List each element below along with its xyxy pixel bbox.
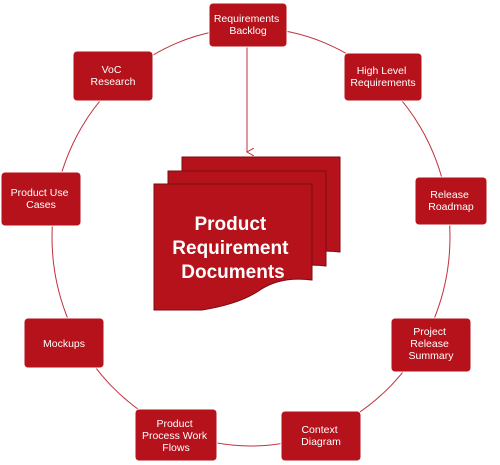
node-project-release-summary-line-1: Project [413, 326, 446, 338]
node-mockups-line-1: Mockups [43, 338, 85, 350]
node-requirements-backlog: Requirements Backlog [208, 2, 288, 48]
node-context-diagram-label: Context Diagram [301, 424, 341, 448]
node-project-release-summary: Project Release Summary [390, 317, 472, 373]
node-high-level-requirements-box [343, 52, 423, 102]
node-project-release-summary-box [390, 317, 472, 373]
node-release-roadmap-label: Release Roadmap [428, 189, 474, 213]
node-high-level-requirements-line-1: High Level [357, 65, 407, 77]
node-release-roadmap: Release Roadmap [414, 176, 488, 226]
node-project-release-summary-line-2: Release [410, 338, 449, 350]
node-context-diagram-box [280, 410, 362, 462]
document-stack: Product Requirement Documents [153, 156, 341, 311]
node-voc-research-line-1: VoC [102, 64, 122, 76]
node-voc-research-line-2: Research [91, 76, 136, 88]
node-requirements-backlog-line-2: Backlog [229, 25, 267, 37]
node-context-diagram-line-2: Diagram [301, 436, 341, 448]
node-voc-research: VoC Research [72, 50, 154, 102]
node-voc-research-box [72, 50, 154, 102]
node-mockups-box [23, 317, 105, 369]
node-voc-research-label: VoC Research [91, 64, 136, 88]
node-product-use-cases-label: Product Use Cases [11, 187, 72, 211]
node-product-process-work-flows-label: Product Process Work Flows [142, 418, 210, 454]
node-high-level-requirements-line-2: Requirements [350, 77, 415, 89]
node-mockups-label: Mockups [43, 338, 85, 350]
node-context-diagram-line-1: Context [301, 424, 337, 436]
document-title-line-2: Requirement [172, 238, 289, 259]
node-context-diagram: Context Diagram [280, 410, 362, 462]
node-product-process-work-flows-box [134, 408, 218, 462]
node-mockups: Mockups [23, 317, 105, 369]
node-product-use-cases-line-1: Product Use [11, 187, 69, 199]
node-release-roadmap-line-2: Roadmap [428, 201, 474, 213]
node-product-process-work-flows-line-3: Flows [162, 442, 189, 454]
document-front [153, 183, 313, 311]
node-release-roadmap-line-1: Release [430, 189, 469, 201]
node-release-roadmap-box [414, 176, 488, 226]
node-product-use-cases-box [0, 171, 82, 227]
node-product-process-work-flows: Product Process Work Flows [134, 408, 218, 462]
document-title-line-1: Product [194, 214, 266, 235]
document-title-line-3: Documents [181, 262, 284, 283]
document-title: Product Requirement Documents [172, 214, 293, 283]
node-product-process-work-flows-line-2: Process Work [142, 430, 208, 442]
node-project-release-summary-label: Project Release Summary [409, 326, 455, 362]
node-product-use-cases: Product Use Cases [0, 171, 82, 227]
node-product-use-cases-line-2: Cases [26, 199, 56, 211]
node-high-level-requirements: High Level Requirements [343, 52, 423, 102]
node-requirements-backlog-box [208, 2, 288, 48]
node-product-process-work-flows-line-1: Product [156, 418, 192, 430]
node-requirements-backlog-label: Requirements Backlog [214, 13, 282, 37]
node-high-level-requirements-label: High Level Requirements [350, 65, 415, 89]
node-requirements-backlog-line-1: Requirements [214, 13, 279, 25]
node-project-release-summary-line-3: Summary [409, 350, 455, 362]
